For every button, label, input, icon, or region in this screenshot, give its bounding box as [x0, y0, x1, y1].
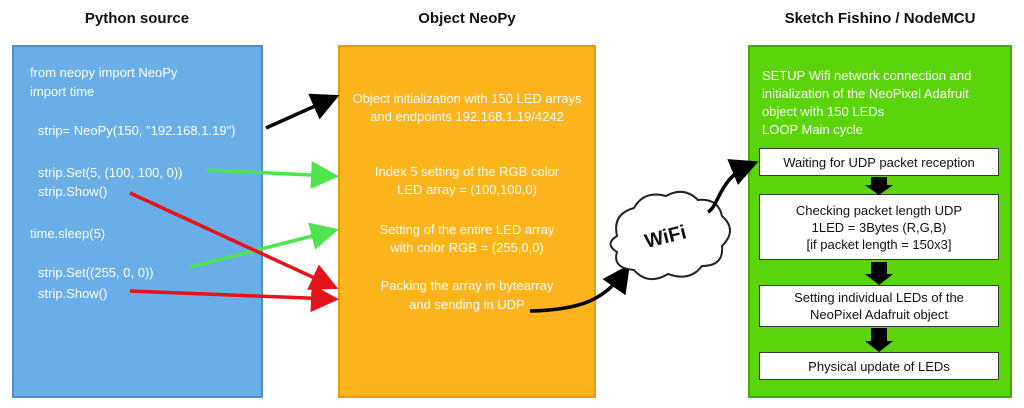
neopy-item-setall-line2: with color RGB = (255,0,0)	[390, 240, 544, 255]
step-check-length-line2: 1LED = 3Bytes (R,G,B)	[811, 219, 947, 235]
step-physical-update: Physical update of LEDs	[759, 352, 999, 380]
arrow-wifi-to-sketch	[706, 159, 759, 214]
sketch-setup-line1: SETUP Wifi network connection and	[762, 68, 972, 83]
neopy-item-index-line1: Index 5 setting of the RGB color	[374, 164, 560, 179]
neopy-item-pack-line1: Packing the array in bytearray	[380, 278, 554, 293]
arrow-set-index	[206, 161, 339, 189]
step-set-leds: Setting individual LEDs of the NeoPixel …	[759, 285, 999, 327]
sketch-title: Sketch Fishino / NodeMCU	[784, 10, 976, 27]
step-physical-update-text: Physical update of LEDs	[808, 358, 950, 374]
code-line-show-2: strip.Show()	[38, 286, 108, 301]
neopy-title: Object NeoPy	[418, 10, 516, 27]
arrow-set-all	[189, 222, 339, 269]
arrow-show-2	[129, 284, 339, 313]
code-line-strip-init: strip= NeoPy(150, "192.168.1.19")	[38, 123, 236, 138]
sketch-setup-line3: object with 150 LEDs	[762, 104, 885, 119]
step-set-leds-line1: Setting individual LEDs of the	[794, 290, 964, 305]
step-set-leds-line2: NeoPixel Adafruit object	[809, 307, 949, 322]
flow-arrow-3	[865, 328, 893, 352]
code-line-import-neopy: from neopy import NeoPy	[30, 65, 178, 80]
python-source-title: Python source	[84, 10, 190, 27]
arrow-show-1	[129, 191, 339, 290]
code-line-set-index: strip.Set(5, (100, 100, 0))	[38, 165, 183, 180]
neopy-item-init-line2: and endpoints 192.168.1.19/4242	[370, 109, 564, 124]
code-line-set-all: strip.Set((255, 0, 0))	[38, 265, 154, 280]
arrow-udp-to-wifi	[529, 264, 631, 313]
step-check-length-line3: [if packet length = 150x3]	[806, 236, 952, 252]
neopy-item-index-line2: LED array = (100,100,0)	[397, 182, 537, 197]
neopy-panel	[338, 45, 596, 398]
flow-arrow-2	[865, 262, 893, 285]
step-check-length-line1: Checking packet length UDP	[795, 202, 963, 218]
neopy-item-init-line1: Object initialization with 150 LED array…	[352, 91, 582, 106]
step-check-length: Checking packet length UDP 1LED = 3Bytes…	[759, 194, 999, 260]
neopy-item-pack-line2: and sending in UDP	[409, 297, 525, 312]
python-source-panel	[12, 45, 263, 398]
neopy-item-setall-line1: Setting of the entire LED array	[379, 222, 555, 237]
sketch-setup-line2: initialization of the NeoPixel Adafruit	[762, 86, 969, 101]
code-line-sleep: time.sleep(5)	[30, 226, 106, 241]
sketch-setup-line4: LOOP Main cycle	[762, 122, 863, 137]
code-line-show-1: strip.Show()	[38, 184, 108, 199]
wifi-cloud-icon	[609, 190, 731, 281]
flow-arrow-1	[865, 177, 893, 195]
step-wait-udp-text: Waiting for UDP packet reception	[783, 154, 975, 170]
arrow-init	[265, 93, 340, 130]
step-wait-udp: Waiting for UDP packet reception	[759, 148, 999, 176]
code-line-import-time: import time	[30, 84, 95, 99]
